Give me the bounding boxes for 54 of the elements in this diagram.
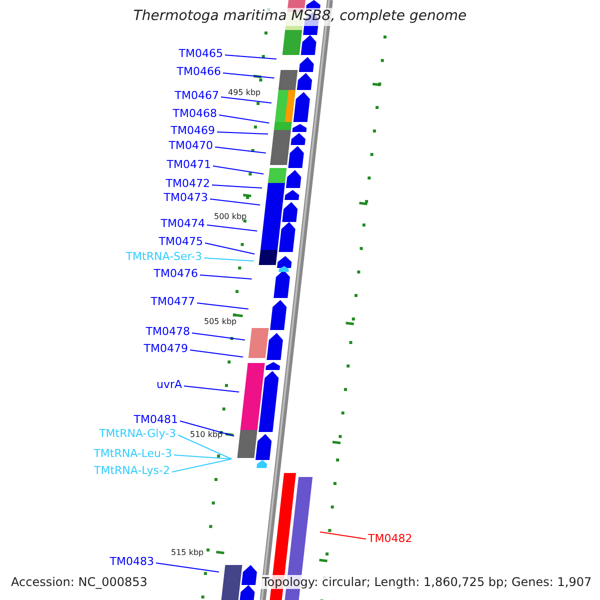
leader-line: [220, 96, 272, 104]
leader-line: [204, 242, 256, 254]
gene-label: TM0466: [176, 65, 221, 79]
leader-line: [196, 302, 249, 310]
leader-line: [320, 532, 366, 540]
gene-label: TM0468: [172, 107, 217, 121]
scale-label: 515 kbp: [171, 547, 204, 559]
leader-line: [192, 332, 246, 340]
gene-label: uvrA: [156, 378, 182, 392]
gene-label: TM0476: [154, 267, 198, 281]
leader-line: [206, 224, 258, 232]
scale-label: 495 kbp: [228, 87, 261, 99]
leader-line: [190, 350, 244, 358]
accession-text: Accession: NC_000853: [9, 575, 150, 589]
gene-label: TMtRNA-Leu-3: [94, 447, 172, 461]
leader-line: [218, 114, 270, 124]
leader-line: [184, 386, 240, 392]
leader-line: [214, 146, 266, 154]
gene-label: TM0477: [150, 295, 195, 309]
leader-line: [216, 132, 268, 134]
gene-label: TMtRNA-Gly-3: [99, 427, 176, 441]
title: Thermotoga maritima MSB8, complete genome: [132, 9, 468, 23]
gene-label: TM0471: [166, 158, 211, 172]
leader-line: [204, 258, 254, 262]
gene-label: TMtRNA-Lys-2: [94, 464, 170, 478]
gene-label: TM0479: [144, 342, 188, 356]
gene-label: TM0473: [164, 191, 208, 205]
leader-line: [212, 166, 264, 174]
leader-line: [180, 420, 235, 436]
gene-label: TM0483: [110, 555, 154, 569]
leader-line: [172, 458, 232, 472]
leader-line: [178, 434, 232, 460]
leader-line: [210, 198, 261, 206]
gene-label: TM0481: [134, 413, 178, 427]
leader-line: [222, 72, 275, 78]
gene-label: TMtRNA-Ser-3: [126, 250, 202, 264]
gene-label: TM0472: [166, 177, 210, 191]
genome-info-text: Topology: circular; Length: 1,860,725 bp; Genes: 1,907: [260, 575, 594, 589]
gene-label: TM0475: [158, 235, 203, 249]
gene-label: TM0470: [168, 139, 213, 153]
leader-line: [156, 562, 220, 572]
leader-line: [212, 184, 262, 188]
scale-label: 505 kbp: [204, 316, 237, 328]
gene-label: TM0474: [160, 217, 205, 231]
scale-label: 500 kbp: [214, 211, 247, 223]
gene-label: TM0478: [146, 325, 190, 339]
scale-label: 510 kbp: [190, 429, 223, 441]
leader-line: [224, 54, 277, 60]
leader-line: [200, 274, 252, 280]
gene-label: TM0482: [368, 532, 412, 546]
leader-line: [174, 454, 232, 460]
gene-label: TM0467: [174, 89, 219, 103]
gene-label: TM0465: [178, 47, 223, 61]
gene-label: TM0469: [170, 124, 215, 138]
